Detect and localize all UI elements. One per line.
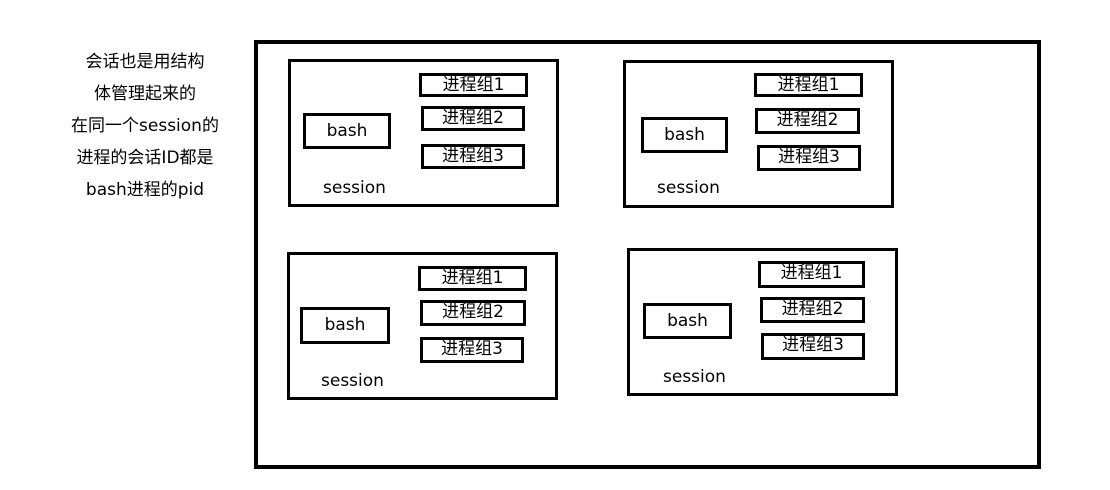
session-box xyxy=(627,248,898,396)
bash-box: bash xyxy=(643,303,732,339)
outer-container xyxy=(254,40,1041,469)
note-line: bash进程的pid xyxy=(85,180,205,200)
process-group-box: 进程组3 xyxy=(420,337,524,363)
bash-box: bash xyxy=(641,117,728,153)
session-label: session xyxy=(323,178,386,198)
session-box xyxy=(288,59,559,207)
note-line: 进程的会话ID都是 xyxy=(76,148,214,168)
process-group-box: 进程组2 xyxy=(421,106,525,131)
session-label: session xyxy=(657,178,720,198)
process-group-box: 进程组1 xyxy=(758,261,865,288)
process-group-box: 进程组2 xyxy=(760,297,865,323)
note-line: 体管理起来的 xyxy=(94,84,196,104)
process-group-box: 进程组3 xyxy=(761,333,865,360)
session-label: session xyxy=(321,371,384,391)
process-group-box: 进程组1 xyxy=(418,266,527,291)
note-line: 会话也是用结构 xyxy=(85,52,205,72)
process-group-box: 进程组3 xyxy=(757,145,861,171)
bash-box: bash xyxy=(300,307,390,344)
session-box xyxy=(623,60,894,208)
process-group-box: 进程组3 xyxy=(421,144,525,169)
process-group-box: 进程组1 xyxy=(419,73,528,97)
session-label: session xyxy=(663,367,726,387)
process-group-box: 进程组2 xyxy=(755,108,860,134)
session-box xyxy=(287,252,558,400)
bash-box: bash xyxy=(303,113,391,149)
note-line: 在同一个session的 xyxy=(71,116,219,136)
process-group-box: 进程组1 xyxy=(754,73,863,97)
process-group-box: 进程组2 xyxy=(420,300,526,326)
explanation-note: 会话也是用结构 体管理起来的 在同一个session的 进程的会话ID都是 ba… xyxy=(40,46,250,206)
